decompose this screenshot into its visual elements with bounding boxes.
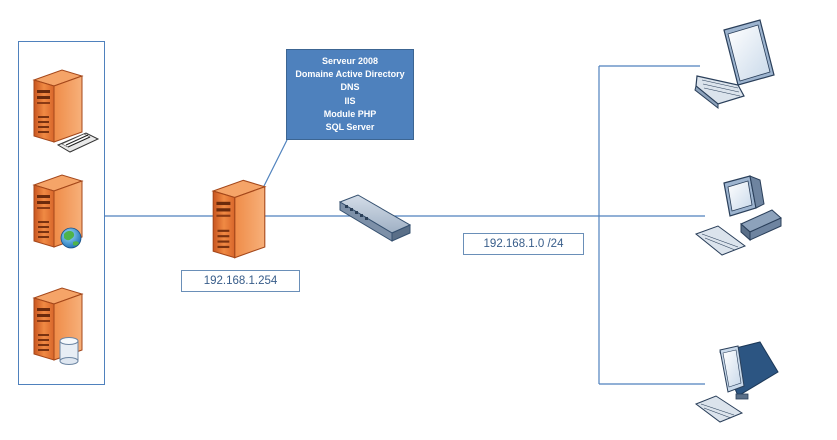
database-server-icon: [33, 287, 83, 365]
network-switch-icon: [338, 194, 412, 242]
callout-line: Domaine Active Directory: [295, 69, 405, 80]
callout-line: IIS: [344, 95, 356, 106]
network-address-label: 192.168.1.0 /24: [463, 233, 584, 255]
web-server-icon: [33, 174, 83, 249]
callout-line: DNS: [340, 82, 360, 93]
callout-line: Serveur 2008: [321, 56, 379, 66]
server-ip-label: 192.168.1.254: [181, 270, 300, 292]
main-server-icon: [212, 179, 266, 259]
callout-line: SQL Server: [325, 122, 375, 133]
callout-line: Module PHP: [323, 108, 377, 119]
workstation-icon: [694, 341, 779, 423]
print-server-icon: [33, 69, 100, 153]
server-roles-callout: Serveur 2008 Domaine Active Directory DN…: [286, 49, 414, 140]
laptop-icon: [694, 19, 775, 110]
desktop-pc-icon: [694, 175, 782, 256]
